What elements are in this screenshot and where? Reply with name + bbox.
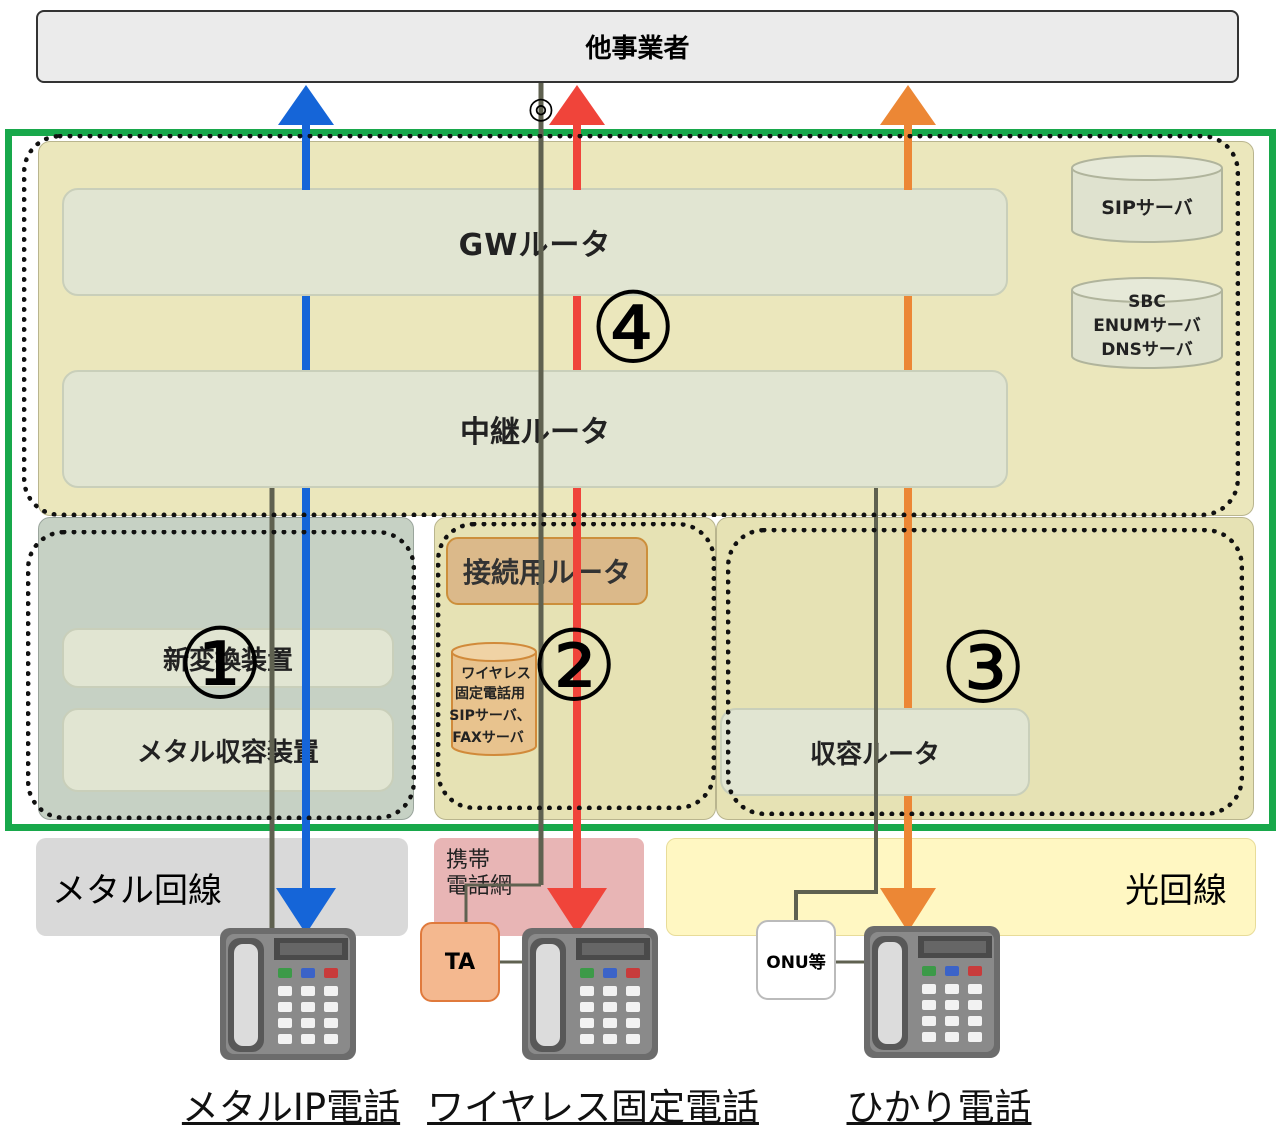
zone-2-number: ② (530, 610, 618, 724)
gray-line-ta (464, 883, 541, 922)
mobile-network-label-2: 電話網 (446, 874, 513, 900)
wireless-server-label-4: FAXサーバ (452, 730, 523, 746)
wireless-server-label-3: SIPサーバ、 (449, 708, 530, 724)
hikari-phone-icon (864, 926, 1000, 1058)
sbc-server-cylinder: SBC ENUMサーバ DNSサーバ (1071, 277, 1223, 369)
enum-server-label: ENUMサーバ (1093, 316, 1200, 336)
gray-line-fiber (794, 488, 878, 920)
wireless-sip-fax-server-cylinder: ワイヤレス 固定電話用 SIPサーバ、 FAXサーバ (449, 642, 537, 756)
interconnect-point-symbol: ◎ (527, 91, 555, 126)
mobile-network-label-1: 携帯 (446, 848, 491, 873)
ta-device: TA (420, 922, 500, 1002)
zone-4-number: ④ (589, 272, 677, 386)
zone-1-outline (26, 530, 416, 820)
wireless-fixed-phone-icon (522, 928, 658, 1060)
wireless-server-label-1: ワイヤレス (461, 666, 531, 682)
other-carriers-label: 他事業者 (585, 34, 690, 64)
metal-ip-phone-caption: メタルIP電話 (181, 1086, 401, 1129)
wireless-fixed-phone-caption: ワイヤレス固定電話 (427, 1086, 759, 1129)
zone-4-outline (22, 134, 1240, 517)
other-carriers-box: 他事業者 (36, 10, 1239, 83)
blue-arrow-down (276, 888, 336, 934)
gw-router-label: GWルータ (458, 228, 612, 263)
fiber-line-box: 光回線 (666, 838, 1256, 936)
connection-router-label: 接続用ルータ (462, 556, 631, 589)
orange-arrow-up (880, 85, 936, 125)
sbc-label: SBC (1128, 292, 1166, 312)
gw-router: GWルータ (62, 188, 1008, 296)
onu-label: ONU等 (766, 952, 826, 973)
orange-arrow-down (880, 888, 936, 932)
red-arrow-up (549, 85, 605, 125)
relay-router-label: 中継ルータ (460, 415, 610, 450)
ta-label: TA (444, 949, 476, 975)
relay-router: 中継ルータ (62, 370, 1008, 488)
fiber-line-label: 光回線 (1125, 870, 1227, 911)
zone-2-outline (436, 522, 716, 810)
zone-3-number: ③ (939, 612, 1027, 726)
sip-server-cylinder: SIPサーバ (1071, 155, 1223, 243)
sip-server-label: SIPサーバ (1101, 197, 1193, 219)
metal-ip-phone-icon (220, 928, 356, 1060)
red-arrow-down (547, 888, 607, 934)
dns-server-label: DNSサーバ (1101, 340, 1192, 360)
connection-router: 接続用ルータ (446, 537, 648, 605)
wireless-server-label-2: 固定電話用 (455, 685, 525, 702)
metal-access-device: メタル収容装置 (62, 708, 394, 792)
zone-3-outline (726, 528, 1244, 816)
blue-arrow-up (278, 85, 334, 125)
new-converter-device: 新変換装置 (62, 628, 394, 688)
zone-1-number: ① (176, 608, 264, 722)
metal-line-label: メタル回線 (52, 870, 222, 911)
metal-line-box: メタル回線 (36, 838, 408, 936)
hikari-phone-caption: ひかり電話 (846, 1086, 1032, 1129)
metal-access-label: メタル収容装置 (136, 737, 319, 768)
onu-device: ONU等 (756, 920, 836, 1000)
interconnect-point-marker: ◎ (524, 92, 558, 126)
